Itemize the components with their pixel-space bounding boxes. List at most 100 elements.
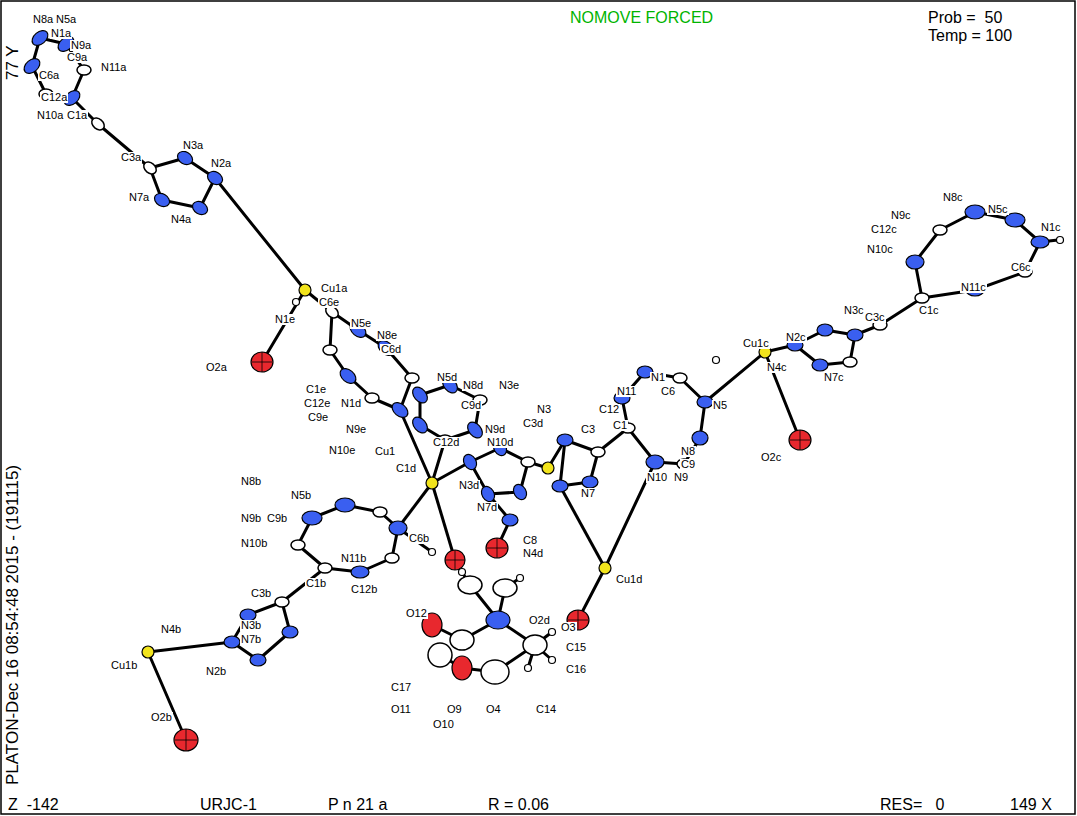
- atom-label: O12: [405, 608, 428, 619]
- nitrogen-atom: [552, 480, 568, 492]
- carbon-atom: [521, 457, 535, 467]
- nitrogen-atom: [175, 149, 195, 167]
- bond-line: [855, 298, 922, 335]
- hydrogen-atom: [525, 665, 532, 672]
- atom-label: N4a: [170, 214, 192, 225]
- atom-label: N7d: [476, 502, 498, 513]
- oxygen-atom: [445, 550, 465, 570]
- atom-label: N8: [680, 446, 696, 457]
- hydrogen-atom: [293, 299, 300, 306]
- plot-info: 149 X: [1010, 797, 1052, 813]
- atom-label: N5: [712, 400, 728, 411]
- nitrogen-atom: [190, 199, 210, 217]
- bond-line: [72, 98, 150, 168]
- atom-label: N5c: [987, 204, 1009, 215]
- bond-line: [330, 312, 412, 410]
- atom-label: C9d: [460, 400, 482, 411]
- nitrogen-atom: [29, 28, 51, 49]
- atom-label: N1: [650, 372, 666, 383]
- atom-label: C6d: [380, 344, 402, 355]
- atom-label: N8e: [376, 330, 398, 341]
- atom-label: N9b: [240, 513, 262, 524]
- nitrogen-atom: [205, 169, 225, 187]
- carbon-atom: [458, 576, 482, 594]
- atom-label: C1c: [918, 305, 940, 316]
- atom-label: N5e: [350, 318, 372, 329]
- nitrogen-atom: [847, 329, 863, 341]
- carbon-atom: [428, 643, 452, 667]
- atom-label: N3c: [843, 305, 865, 316]
- atom-label: C9a: [66, 52, 88, 63]
- carbon-atom: [523, 635, 547, 655]
- nitrogen-atom: [1031, 236, 1049, 248]
- nitrogen-atom: [812, 359, 828, 371]
- carbon-atom: [493, 579, 517, 597]
- copper-atom: [142, 646, 154, 658]
- carbon-atom: [318, 563, 332, 573]
- oxygen-atom: [789, 430, 811, 450]
- plot-stamp: PLATON-Dec 16 08:54:48 2015 - (191115): [4, 465, 21, 785]
- atom-label: N5d: [436, 372, 458, 383]
- nitrogen-atom: [557, 434, 573, 446]
- oxygen-atom: [452, 656, 472, 680]
- nitrogen-atom: [337, 366, 359, 387]
- nitrogen-atom: [461, 452, 479, 472]
- nitrogen-atom: [335, 498, 355, 512]
- carbon-atom: [291, 540, 305, 550]
- atom-label: N3d: [458, 480, 480, 491]
- plot-info: URJC-1: [200, 797, 257, 813]
- carbon-atom: [275, 597, 289, 607]
- carbon-atom: [405, 373, 419, 383]
- nitrogen-atom: [906, 255, 924, 269]
- atom-label: C12e: [303, 398, 331, 409]
- atom-label: C14: [535, 704, 557, 715]
- carbon-atom: [385, 553, 399, 563]
- carbon-atom: [141, 160, 158, 177]
- atom-label: O3: [560, 622, 577, 633]
- atom-label: N10d: [486, 437, 514, 448]
- hydrogen-atom: [549, 629, 556, 636]
- atom-label: Cu1d: [615, 574, 643, 585]
- bond-line: [232, 602, 290, 660]
- carbon-atom: [915, 293, 929, 303]
- atom-label: C3d: [522, 418, 544, 429]
- hydrogen-atom: [1057, 237, 1064, 244]
- carbon-atom: [933, 225, 947, 235]
- atom-label: C17: [390, 682, 412, 693]
- atom-label: N10e: [328, 445, 356, 456]
- atom-label: N5a: [55, 14, 77, 25]
- atom-label: C1b: [305, 578, 327, 589]
- carbon-atom: [89, 116, 106, 133]
- octant-mark: [790, 430, 810, 450]
- atom-label: N7b: [240, 634, 262, 645]
- atom-label: C6c: [1010, 262, 1032, 273]
- carbon-atom: [591, 447, 605, 457]
- atom-ellipsoids: [21, 28, 1063, 751]
- bond-line: [915, 212, 1040, 298]
- atom-label: N11c: [960, 282, 987, 293]
- atom-label: C16: [565, 664, 587, 675]
- nitrogen-atom: [410, 414, 431, 436]
- atom-label: N9e: [345, 424, 367, 435]
- plot-info: Z -142: [8, 797, 59, 813]
- plot-info: Prob = 50: [928, 10, 1002, 26]
- carbon-atom: [77, 65, 91, 75]
- atom-label: N2a: [210, 158, 232, 169]
- bond-lines: [32, 38, 1058, 740]
- nitrogen-atom: [479, 484, 497, 504]
- nitrogen-atom: [465, 419, 486, 441]
- atom-label: C1e: [305, 384, 327, 395]
- plot-info: RES= 0: [880, 797, 944, 813]
- bond-line: [215, 178, 305, 362]
- nitrogen-atom: [502, 514, 518, 526]
- atom-label: N5b: [290, 490, 312, 501]
- atom-label: N1e: [274, 314, 296, 325]
- atom-label: Cu1b: [110, 660, 138, 671]
- hydrogen-atom: [459, 569, 466, 576]
- hydrogen-atom: [517, 575, 524, 582]
- nitrogen-atom: [511, 482, 529, 502]
- atom-label: N9: [673, 472, 689, 483]
- nitrogen-atom: [582, 476, 598, 488]
- atom-label: N8b: [240, 476, 262, 487]
